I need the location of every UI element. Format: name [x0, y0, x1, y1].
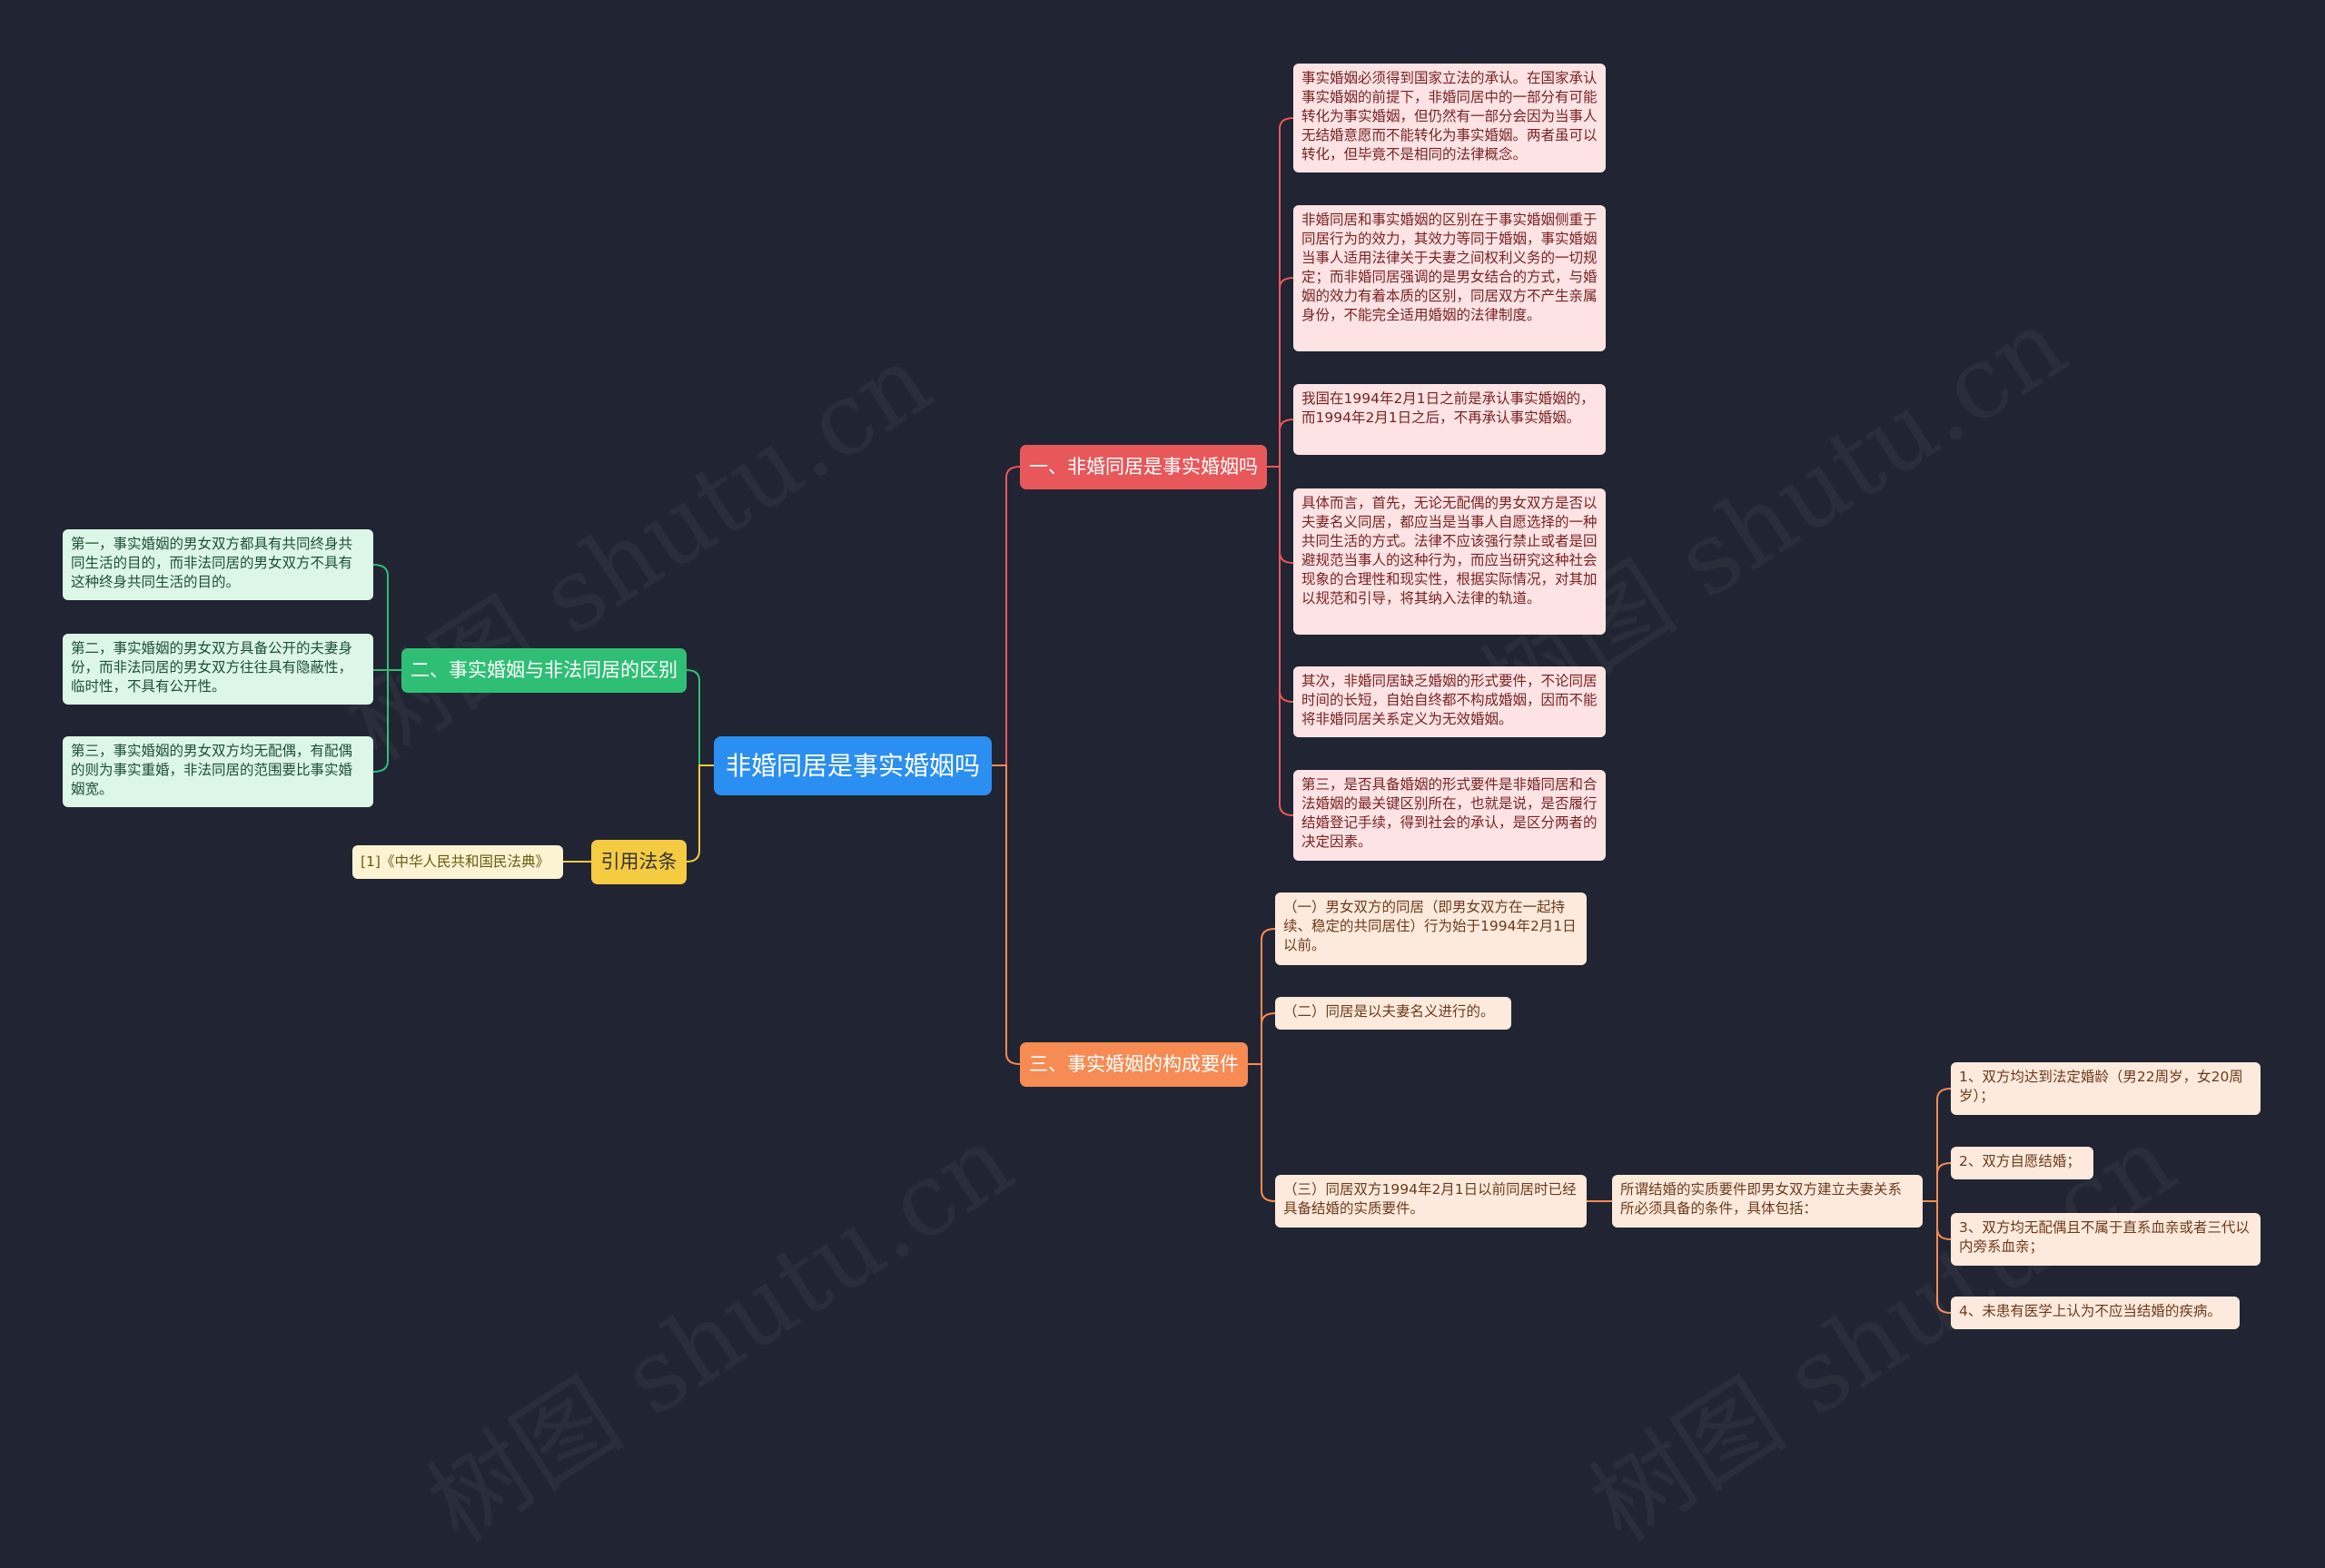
- branch-1-leaf-5[interactable]: 其次，非婚同居缺乏婚姻的形式要件，不论同居时间的长短，自始自终都不构成婚姻，因而…: [1293, 666, 1606, 737]
- branch-3-leaf-3[interactable]: （三）同居双方1994年2月1日以前同居时已经具备结婚的实质要件。: [1275, 1175, 1587, 1228]
- branch-1-topic[interactable]: 一、非婚同居是事实婚姻吗: [1020, 445, 1267, 489]
- branch-4-leaf-1[interactable]: [1]《中华人民共和国民法典》: [352, 845, 563, 879]
- connector-lines: [372, 117, 1952, 1314]
- branch-3-sub-topic[interactable]: 所谓结婚的实质要件即男女双方建立夫妻关系所必须具备的条件，具体包括：: [1612, 1175, 1923, 1228]
- branch-1-leaf-3[interactable]: 我国在1994年2月1日之前是承认事实婚姻的，而1994年2月1日之后，不再承认…: [1293, 384, 1606, 455]
- branch-2-leaf-1[interactable]: 第一，事实婚姻的男女双方都具有共同终身共同生活的目的，而非法同居的男女双方不具有…: [63, 529, 373, 600]
- branch-3-sub-item-4[interactable]: 4、未患有医学上认为不应当结婚的疾病。: [1951, 1297, 2240, 1329]
- branch-2-leaf-2[interactable]: 第二，事实婚姻的男女双方具备公开的夫妻身份，而非法同居的男女双方往往具有隐蔽性，…: [63, 634, 373, 705]
- branch-3-sub-item-3[interactable]: 3、双方均无配偶且不属于直系血亲或者三代以内旁系血亲；: [1951, 1213, 2261, 1266]
- branch-1-leaf-6[interactable]: 第三，是否具备婚姻的形式要件是非婚同居和合法婚姻的最关键区别所在，也就是说，是否…: [1293, 770, 1606, 861]
- branch-2-leaf-3[interactable]: 第三，事实婚姻的男女双方均无配偶，有配偶的则为事实重婚，非法同居的范围要比事实婚…: [63, 736, 373, 807]
- branch-3-topic[interactable]: 三、事实婚姻的构成要件: [1020, 1042, 1248, 1087]
- branch-1-leaf-2[interactable]: 非婚同居和事实婚姻的区别在于事实婚姻侧重于同居行为的效力，其效力等同于婚姻，事实…: [1293, 205, 1606, 351]
- branch-3-sub-item-2[interactable]: 2、双方自愿结婚；: [1951, 1147, 2093, 1179]
- root-topic[interactable]: 非婚同居是事实婚姻吗: [714, 736, 992, 795]
- branch-1-leaf-4[interactable]: 具体而言，首先，无论无配偶的男女双方是否以夫妻名义同居，都应当是当事人自愿选择的…: [1293, 488, 1606, 635]
- branch-2-topic[interactable]: 二、事实婚姻与非法同居的区别: [401, 648, 687, 693]
- branch-3-sub-item-1[interactable]: 1、双方均达到法定婚龄（男22周岁，女20周岁）；: [1951, 1062, 2261, 1115]
- branch-3-leaf-2[interactable]: （二）同居是以夫妻名义进行的。: [1275, 997, 1511, 1030]
- branch-4-topic[interactable]: 引用法条: [591, 840, 687, 884]
- link-root-b2: [686, 669, 714, 766]
- branch-3-leaf-1[interactable]: （一）男女双方的同居（即男女双方在一起持续、稳定的共同居住）行为始于1994年2…: [1275, 892, 1587, 965]
- branch-1-leaf-1[interactable]: 事实婚姻必须得到国家立法的承认。在国家承认事实婚姻的前提下，非婚同居中的一部分有…: [1293, 64, 1606, 173]
- link-root-b3: [992, 764, 1021, 1065]
- link-root-b4: [686, 764, 714, 863]
- link-root-b1: [992, 466, 1021, 766]
